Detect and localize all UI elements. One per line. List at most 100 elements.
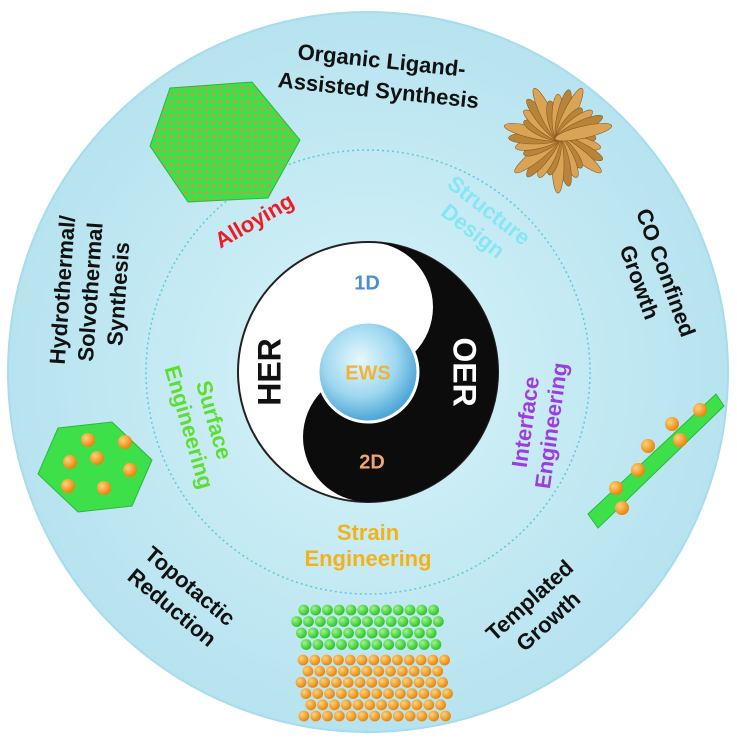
lattice-atom [364,699,376,711]
lattice-atom [406,639,418,650]
lattice-atom [343,627,354,639]
lattice-atom [331,677,342,688]
lattice-atom [440,710,451,722]
lattice-atom [331,627,343,639]
lattice-atom [291,616,303,627]
lattice-atom [312,688,324,699]
lattice-atom [336,639,347,650]
two-d-label: 2D [359,451,385,473]
lattice-atom [300,688,312,699]
lattice-atom [297,654,309,666]
lattice-atom [366,627,378,639]
lattice-atom [303,616,314,627]
lattice-atom [326,616,338,627]
lattice-atom [388,699,399,711]
nanoparticle [673,433,687,447]
lattice-atom [442,688,453,699]
lattice-atom [310,710,322,722]
lattice-atom [321,654,332,666]
lattice-atom [428,710,440,722]
lattice-atom [373,665,385,677]
lattice-atom [425,677,437,688]
lattice-atom [342,677,354,688]
lattice-atom [322,710,333,722]
lattice-atom [414,627,425,639]
svg-text:Engineering: Engineering [304,546,431,571]
her-label: HER [251,338,287,406]
nanoparticle [631,463,645,477]
lattice-atom [409,616,421,627]
lattice-atom [349,665,361,677]
nanoparticle [90,451,104,465]
lattice-atom [427,654,439,666]
lattice-atom [337,665,349,677]
lattice-atom [309,654,321,666]
lattice-atom [345,604,357,616]
lattice-atom [322,604,333,616]
center-label: EWS [345,362,391,384]
lattice-atom [401,677,413,688]
lattice-atom [314,616,326,627]
lattice-atom [344,654,356,666]
lattice-atom [296,627,307,639]
nanoparticle [609,481,623,495]
lattice-atom [376,699,387,711]
lattice-atom [295,677,307,688]
lattice-atom [411,699,423,711]
lattice-atom [418,639,430,650]
lattice-atom [383,639,395,650]
lattice-atom [356,654,368,666]
lattice-atom [350,616,362,627]
lattice-atom [432,665,444,677]
lattice-atom [314,665,326,677]
lattice-atom [416,710,428,722]
lattice-atom [359,639,371,650]
lattice-atom [298,710,310,722]
lattice-atom [392,710,404,722]
surface-engineering-label: Surface Engineering [160,363,238,492]
lattice-atom [347,639,359,650]
lattice-atom [404,604,416,616]
strategy-ring [145,149,591,595]
lattice-atom [423,699,435,711]
lattice-atom [319,627,331,639]
lattice-atom [416,604,428,616]
lattice-atom [383,688,394,699]
lattice-atom [390,677,401,688]
lattice-atom [333,654,344,666]
nanoparticle [81,433,95,447]
nanoparticle [123,463,137,477]
lattice-atom [381,710,392,722]
lattice-atom [402,627,413,639]
lattice-atom [394,688,406,699]
lattice-atom [378,677,389,688]
nanoparticle [97,481,111,495]
lattice-atom [357,604,369,616]
lattice-atom [418,688,430,699]
lattice-atom [357,710,369,722]
lattice-atom [413,677,425,688]
nanosheet-with-particles [37,421,153,513]
nanoflower-cluster [503,87,613,194]
lattice-atom [421,616,432,627]
nanoparticle [641,439,655,453]
lattice-atom [338,616,350,627]
lattice-atom [430,688,442,699]
nanosheet-hexagon-dotted [149,81,301,203]
one-d-label: 1D [354,272,380,294]
lattice-atom [369,710,381,722]
lattice-atom [392,604,404,616]
lattice-atom [335,688,347,699]
hydrothermal-label: Hydrothermal/ Solvothermal Synthesis [45,215,135,366]
lattice-atom [385,665,396,677]
lattice-atom [439,654,450,666]
lattice-atom [347,688,359,699]
lattice-atom [300,639,312,650]
nanobelt-with-particles [587,393,725,529]
lattice-atom [371,688,383,699]
lattice-atom [319,677,330,688]
lattice-atom [305,699,317,711]
lattice-atom [380,654,391,666]
lattice-atom [369,604,380,616]
